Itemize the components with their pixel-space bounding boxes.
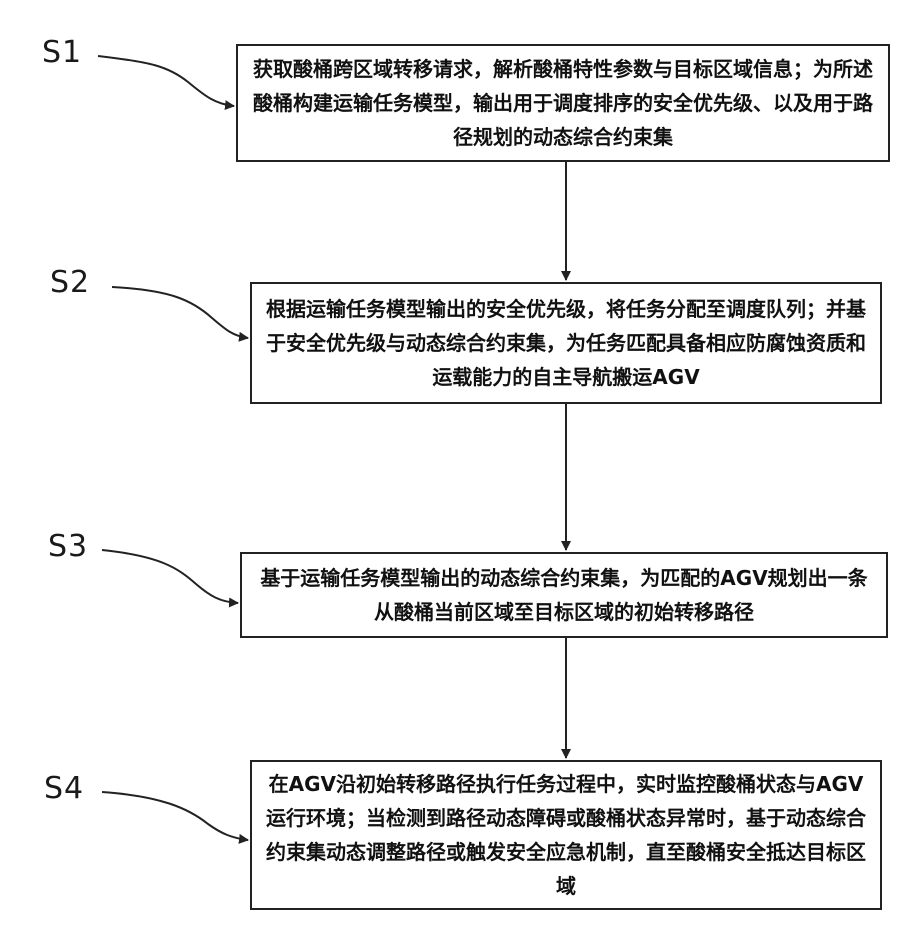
leader-arrow-s2 — [112, 287, 248, 338]
step-label-s2: S2 — [50, 268, 90, 298]
step-text-s2: 根据运输任务模型输出的安全优先级，将任务分配至调度队列；并基于安全优先级与动态综… — [264, 292, 868, 394]
step-label-s3: S3 — [48, 532, 88, 562]
leader-arrow-s4 — [102, 792, 248, 840]
step-label-s1: S1 — [42, 38, 82, 68]
leader-arrow-s1 — [98, 56, 234, 106]
step-text-s3: 基于运输任务模型输出的动态综合约束集，为匹配的AGV规划出一条从酸桶当前区域至目… — [254, 561, 874, 629]
step-label-s4: S4 — [44, 774, 84, 804]
step-text-s1: 获取酸桶跨区域转移请求，解析酸桶特性参数与目标区域信息；为所述酸桶构建运输任务模… — [250, 52, 876, 154]
step-box-s2: 根据运输任务模型输出的安全优先级，将任务分配至调度队列；并基于安全优先级与动态综… — [250, 282, 882, 404]
step-box-s1: 获取酸桶跨区域转移请求，解析酸桶特性参数与目标区域信息；为所述酸桶构建运输任务模… — [236, 44, 890, 162]
step-box-s3: 基于运输任务模型输出的动态综合约束集，为匹配的AGV规划出一条从酸桶当前区域至目… — [240, 552, 888, 638]
step-text-s4: 在AGV沿初始转移路径执行任务过程中，实时监控酸桶状态与AGV运行环境；当检测到… — [264, 767, 868, 903]
step-box-s4: 在AGV沿初始转移路径执行任务过程中，实时监控酸桶状态与AGV运行环境；当检测到… — [250, 760, 882, 910]
leader-arrow-s3 — [102, 550, 238, 603]
